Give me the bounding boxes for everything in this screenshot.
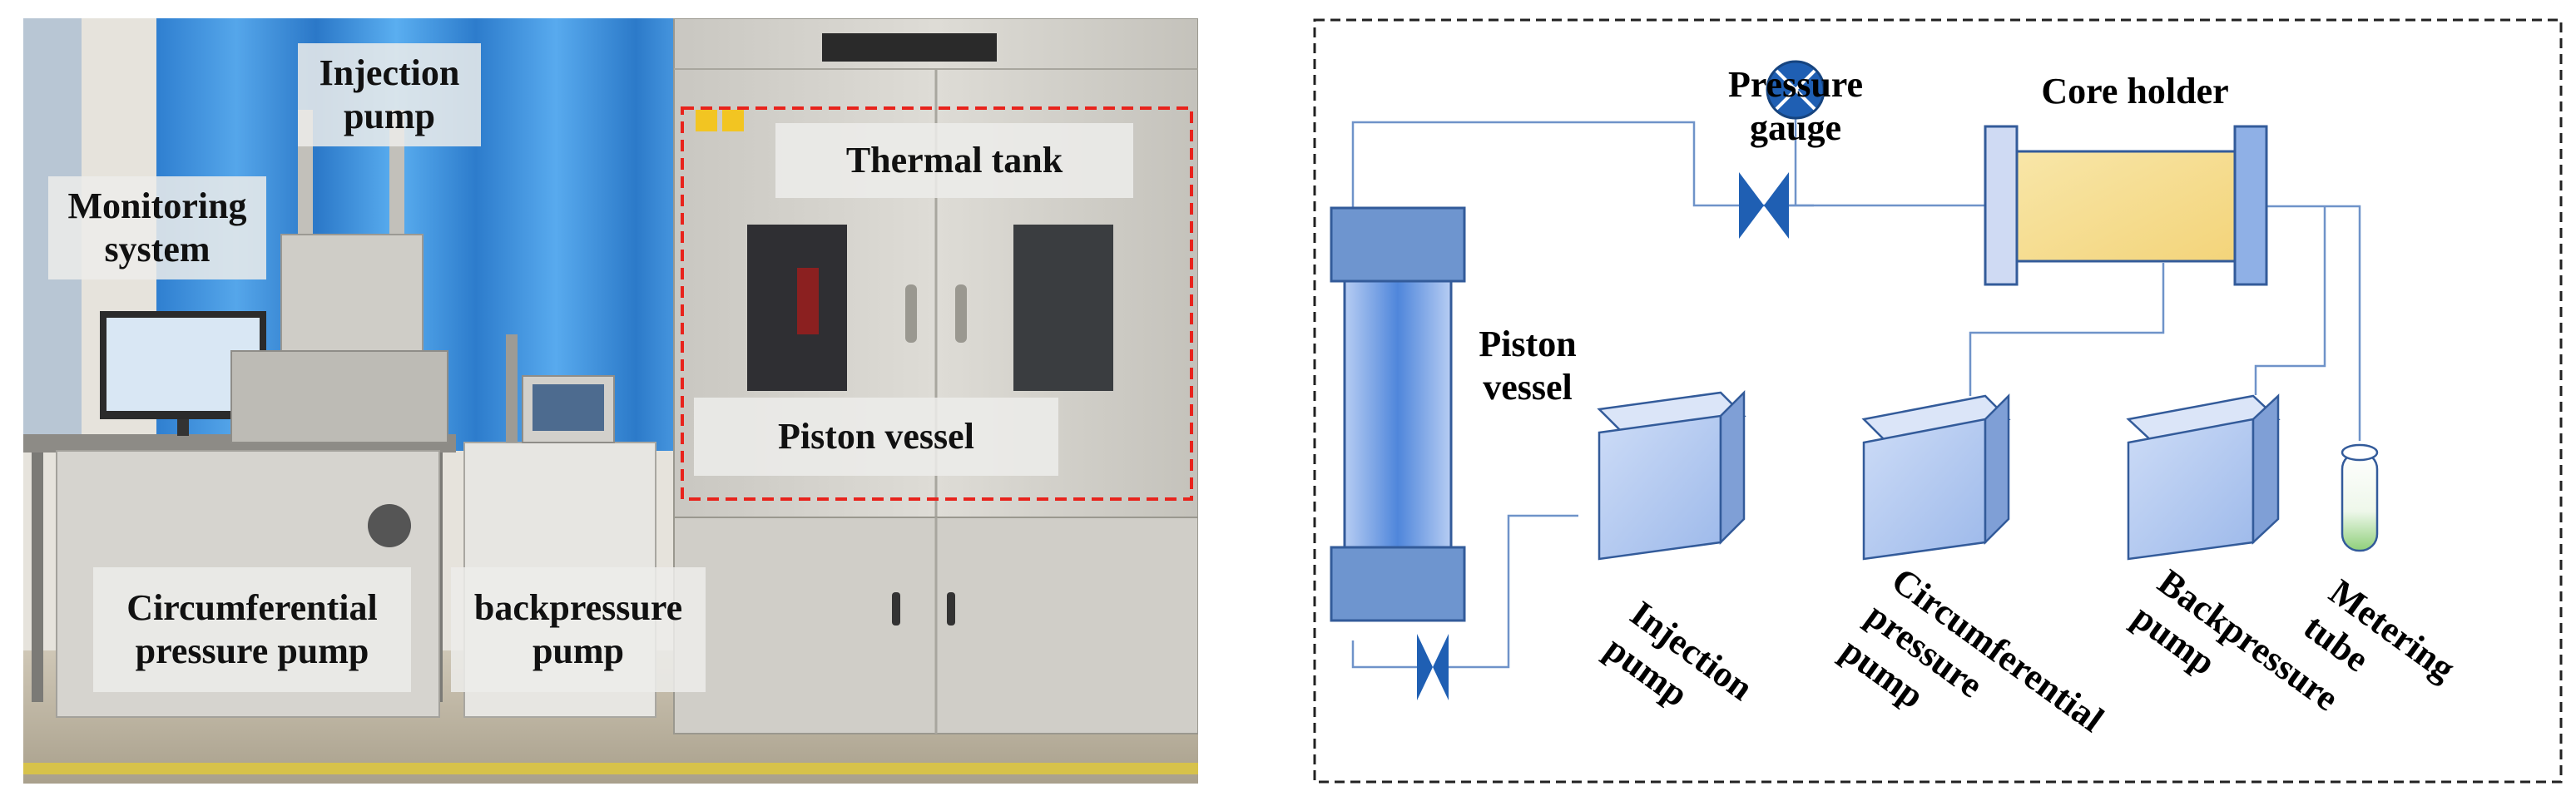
label-injection-pump: Injection pump: [298, 43, 481, 146]
backpressure-pump-box: [2126, 393, 2281, 561]
pressure-dial: [368, 504, 411, 547]
label-monitoring-system: Monitoring system: [48, 176, 266, 279]
tank-window-right: [1013, 225, 1113, 391]
pressure-gauge-icon: [1766, 60, 1825, 120]
piston-vessel-top-cap: [1330, 206, 1466, 283]
injection-pump-body: [280, 234, 424, 360]
thermal-tank-highlight: [681, 106, 1193, 501]
label-thermal-tank: Thermal tank: [775, 123, 1133, 198]
valve-icon: [1417, 634, 1449, 700]
piston-vessel-body: [1343, 279, 1453, 549]
control-panel-displays: [822, 33, 997, 62]
schematic-diagram: Pressure gauge Core holder Piston vessel…: [1313, 18, 2563, 784]
floor-stripe: [23, 763, 1198, 774]
label-backpressure-pump: backpressure pump: [451, 567, 706, 692]
lab-photo: Injection pump Monitoring system Thermal…: [23, 18, 1198, 784]
schematic-border: [1313, 18, 2563, 784]
piston-vessel-bottom-cap: [1330, 546, 1466, 622]
label-circumferential-pressure-pump: Circumferential pressure pump: [93, 567, 411, 692]
circumferential-pressure-pump-box: [1861, 393, 2011, 561]
label-core-holder: Core holder: [2041, 71, 2229, 111]
injection-pump-box: [1597, 389, 1746, 561]
injection-pump-base: [230, 350, 448, 443]
backpressure-display: [533, 384, 604, 431]
label-piston-vessel: Piston vessel: [694, 398, 1058, 476]
schematic-illustration: [1313, 18, 2563, 784]
label-pressure-gauge: Pressure gauge: [1727, 64, 1864, 148]
metering-tube-icon: [2341, 443, 2379, 552]
label-piston-vessel: Piston vessel: [1479, 324, 1577, 408]
core-holder: [1984, 125, 2268, 286]
warning-sign: [696, 110, 717, 131]
valve-icon: [1739, 172, 1789, 239]
